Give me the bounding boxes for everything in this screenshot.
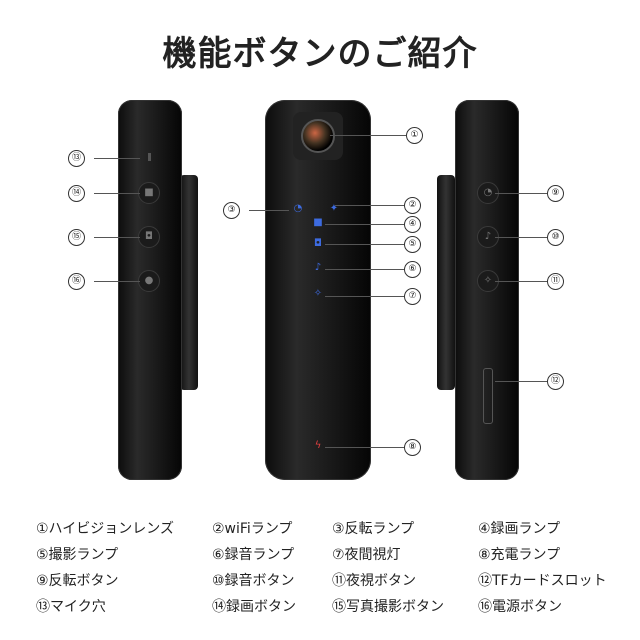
- flip-led: ◔: [293, 203, 303, 214]
- wifi-led: ✦: [329, 203, 339, 214]
- left-clip: [180, 175, 198, 390]
- legend-item: ③反転ランプ: [332, 521, 415, 537]
- page-title: 機能ボタンのご紹介: [162, 34, 478, 74]
- callout-3: ③: [223, 202, 240, 219]
- device-side-left: ■ ◘ ●: [118, 100, 182, 480]
- callout-7: ⑦: [404, 288, 421, 305]
- device-front: ◔ ✦ ■ ◘ ♪ ✧ ϟ: [265, 100, 371, 480]
- charge-led: ϟ: [314, 440, 322, 451]
- legend-item: ⑨反転ボタン: [36, 573, 119, 589]
- legend-item: ⑭録画ボタン: [212, 599, 296, 615]
- right-clip: [437, 175, 455, 390]
- night-led: ✧: [313, 288, 323, 299]
- legend-item: ⑦夜間視灯: [332, 547, 401, 563]
- lens: [293, 112, 343, 160]
- callout-10: ⑩: [547, 229, 564, 246]
- audio-button[interactable]: ♪: [477, 226, 499, 248]
- callout-1: ①: [406, 127, 423, 144]
- legend-item: ⑧充電ランプ: [478, 547, 561, 563]
- legend: ①ハイビジョンレンズ ②wiFiランプ ③反転ランプ ④録画ランプ ⑤撮影ランプ…: [36, 518, 628, 616]
- callout-14: ⑭: [68, 185, 85, 202]
- photo-led: ◘: [314, 238, 322, 249]
- legend-item: ⑫TFカードスロット: [478, 573, 607, 589]
- callout-11: ⑪: [547, 273, 564, 290]
- legend-item: ⑮写真撮影ボタン: [332, 599, 444, 615]
- callout-9: ⑨: [547, 185, 564, 202]
- mic-hole: [148, 153, 151, 161]
- legend-item: ⑯電源ボタン: [478, 599, 562, 615]
- callout-8: ⑧: [404, 439, 421, 456]
- legend-item: ④録画ランプ: [478, 521, 561, 537]
- callout-6: ⑥: [404, 261, 421, 278]
- photo-button[interactable]: ◘: [138, 226, 160, 248]
- legend-item: ①ハイビジョンレンズ: [36, 521, 174, 537]
- legend-item: ②wiFiランプ: [212, 521, 293, 537]
- callout-2: ②: [404, 197, 421, 214]
- legend-item: ⑩録音ボタン: [212, 573, 295, 589]
- audio-led: ♪: [314, 262, 322, 273]
- device-side-right: ◔ ♪ ✧: [455, 100, 519, 480]
- callout-5: ⑤: [404, 236, 421, 253]
- legend-item: ⑬マイク穴: [36, 599, 106, 615]
- callout-12: ⑫: [547, 373, 564, 390]
- callout-4: ④: [404, 216, 421, 233]
- legend-item: ⑥録音ランプ: [212, 547, 295, 563]
- callout-15: ⑮: [68, 229, 85, 246]
- legend-item: ⑪夜視ボタン: [332, 573, 416, 589]
- tf-card-slot[interactable]: [483, 368, 493, 424]
- record-button[interactable]: ■: [138, 182, 160, 204]
- callout-16: ⑯: [68, 273, 85, 290]
- callout-13: ⑬: [68, 150, 85, 167]
- record-led: ■: [313, 217, 323, 228]
- power-button[interactable]: ●: [138, 270, 160, 292]
- legend-item: ⑤撮影ランプ: [36, 547, 119, 563]
